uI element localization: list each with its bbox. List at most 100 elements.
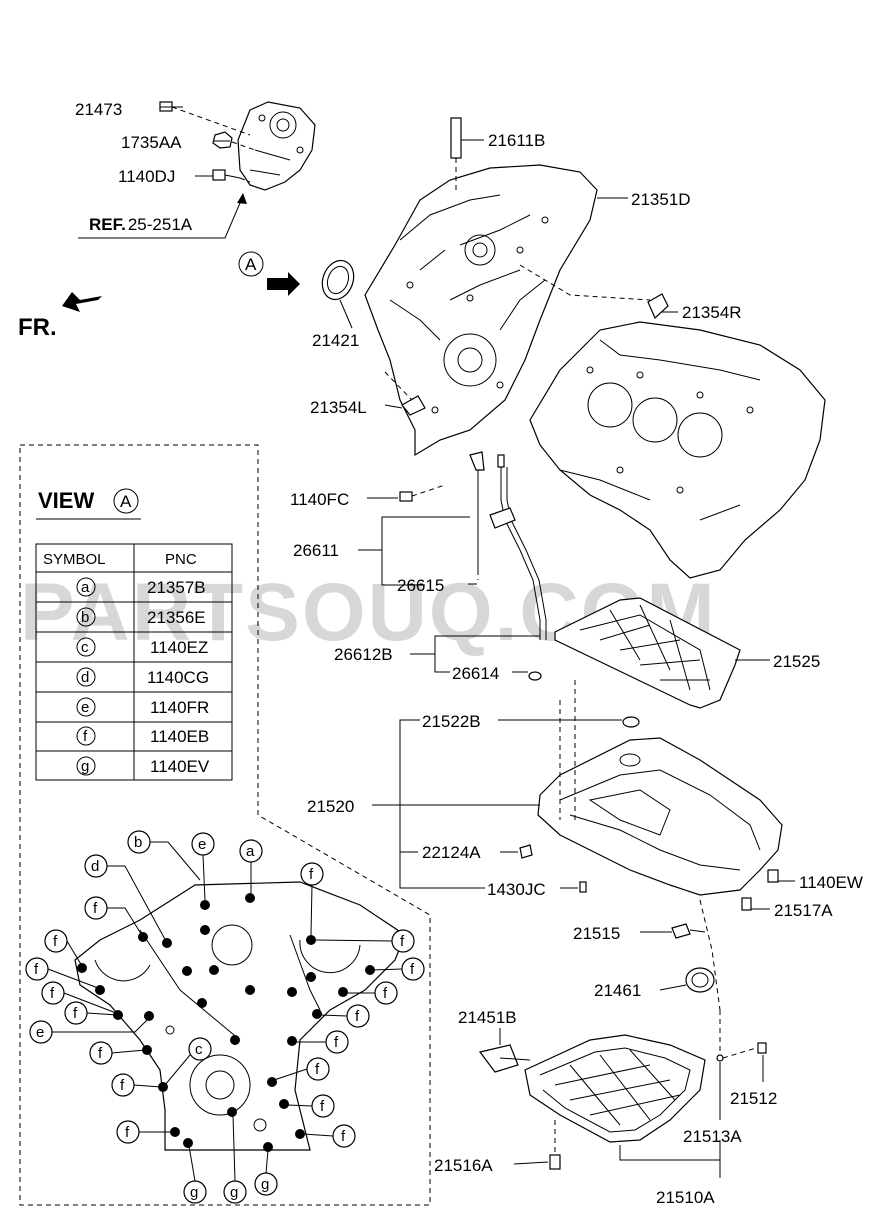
table-row: g 1140EV — [76, 756, 210, 776]
svg-text:b: b — [81, 609, 89, 626]
symbol-f-callout: f — [41, 981, 117, 1014]
svg-text:f: f — [315, 1061, 320, 1078]
callout-21473: 21473 — [75, 100, 122, 119]
symbol-e-callout: e — [29, 1017, 150, 1044]
svg-text:f: f — [355, 1008, 360, 1025]
symbol-f-callout: f — [25, 957, 99, 989]
table-row: f 1140EB — [76, 726, 209, 746]
view-a-symbol-callouts: b e a d f f f f f f f f f f e f c f f f … — [25, 830, 425, 1204]
svg-text:f: f — [334, 1034, 339, 1051]
callout-26611: 26611 — [293, 541, 339, 560]
table-row: a 21357B — [76, 577, 206, 597]
callout-1140EW: 1140EW — [799, 873, 863, 892]
callout-21512: 21512 — [730, 1089, 777, 1108]
table-row: e 1140FR — [76, 697, 209, 717]
svg-text:d: d — [81, 669, 89, 686]
svg-text:f: f — [125, 1124, 130, 1141]
table-row: c 1140EZ — [76, 637, 208, 657]
symbol-f-callout: f — [286, 1094, 335, 1118]
gasket-21354R-icon — [519, 264, 669, 320]
bolt-21611B-icon — [450, 117, 462, 190]
callout-21510A: 21510A — [656, 1188, 715, 1207]
symbol-f-callout: f — [116, 1120, 173, 1144]
symbol-e-callout: e — [191, 832, 215, 901]
callout-21522B: 21522B — [422, 712, 481, 731]
callout-21525: 21525 — [773, 652, 820, 671]
callout-26614: 26614 — [452, 664, 499, 683]
svg-text:g: g — [261, 1176, 269, 1193]
callout-21461: 21461 — [594, 981, 641, 1000]
callout-21421: 21421 — [312, 331, 359, 350]
gasket-21354L-icon — [384, 371, 426, 416]
svg-text:g: g — [190, 1184, 198, 1201]
symbol-f-callout: f — [300, 862, 324, 936]
symbol-f-callout: f — [84, 896, 144, 938]
svg-text:FR.: FR. — [18, 314, 57, 341]
svg-text:A: A — [245, 255, 257, 274]
table-row: b 21356E — [76, 607, 206, 627]
callout-21515: 21515 — [573, 924, 620, 943]
callout-21451B: 21451B — [458, 1008, 517, 1027]
svg-text:f: f — [410, 961, 415, 978]
callout-21513A: 21513A — [683, 1127, 742, 1146]
callout-22124A: 22124A — [422, 843, 481, 862]
callout-21520: 21520 — [307, 797, 354, 816]
symbol-pnc-table: SYMBOL PNC a 21357B b 21356E c 1140EZ d … — [35, 543, 233, 781]
svg-text:e: e — [198, 836, 206, 853]
callout-1735AA: 1735AA — [121, 133, 182, 152]
callout-21354R: 21354R — [682, 303, 742, 322]
callout-1140DJ: 1140DJ — [118, 167, 175, 186]
svg-text:f: f — [73, 1005, 78, 1022]
svg-text:g: g — [230, 1184, 238, 1201]
symbol-f-callout: f — [296, 1030, 349, 1054]
symbol-g-callout: g — [183, 1145, 207, 1204]
svg-text:f: f — [53, 933, 58, 950]
svg-text:21356E: 21356E — [147, 608, 206, 627]
oil-seal-21421-icon — [321, 259, 355, 301]
svg-text:1140CG: 1140CG — [147, 668, 209, 687]
svg-text:a: a — [246, 843, 255, 860]
dipstick-illustration — [399, 451, 547, 681]
table-header-pnc: PNC — [165, 551, 197, 568]
upper-oil-pan-illustration — [519, 716, 783, 993]
callout-1140FC: 1140FC — [290, 490, 349, 509]
view-a-cover-illustration — [74, 881, 406, 1152]
symbol-f-callout: f — [89, 1041, 146, 1065]
symbol-d-callout: d — [84, 854, 168, 944]
svg-text:f: f — [83, 728, 88, 745]
timing-cover-illustration — [364, 164, 598, 457]
table-row: d 1140CG — [76, 667, 209, 687]
symbol-f-callout: f — [315, 929, 415, 953]
svg-text:REF.25-251A: REF.25-251A — [89, 215, 193, 234]
callout-21516A: 21516A — [434, 1156, 493, 1175]
view-marker-letter: A — [120, 492, 132, 511]
symbol-f-callout: f — [111, 1073, 162, 1097]
svg-text:1140EB: 1140EB — [150, 727, 209, 746]
nut-1735AA-icon — [212, 131, 256, 151]
svg-text:f: f — [400, 933, 405, 950]
svg-text:f: f — [93, 900, 98, 917]
callout-1430JC: 1430JC — [487, 880, 546, 899]
svg-text:f: f — [120, 1077, 125, 1094]
svg-text:f: f — [34, 961, 39, 978]
symbol-f-callout: f — [319, 1004, 370, 1028]
callout-labels: 21473 1735AA 1140DJ 21611B 21351D 21354R… — [75, 100, 863, 1207]
svg-text:e: e — [81, 699, 89, 716]
symbol-f-callout: f — [44, 929, 83, 967]
svg-text:d: d — [91, 858, 99, 875]
callout-21611B: 21611B — [488, 131, 545, 150]
svg-text:f: f — [383, 985, 388, 1002]
svg-text:b: b — [134, 834, 142, 851]
symbol-g-callout: g — [254, 1149, 278, 1196]
callout-21354L: 21354L — [310, 398, 367, 417]
svg-text:f: f — [50, 985, 55, 1002]
windage-tray-illustration — [554, 597, 741, 709]
callout-26615: 26615 — [397, 576, 444, 595]
svg-text:f: f — [98, 1045, 103, 1062]
svg-text:g: g — [81, 758, 89, 775]
svg-text:1140EZ: 1140EZ — [150, 638, 208, 657]
symbol-f-callout: f — [64, 1001, 119, 1025]
callout-21517A: 21517A — [774, 901, 833, 920]
svg-text:c: c — [81, 639, 89, 656]
